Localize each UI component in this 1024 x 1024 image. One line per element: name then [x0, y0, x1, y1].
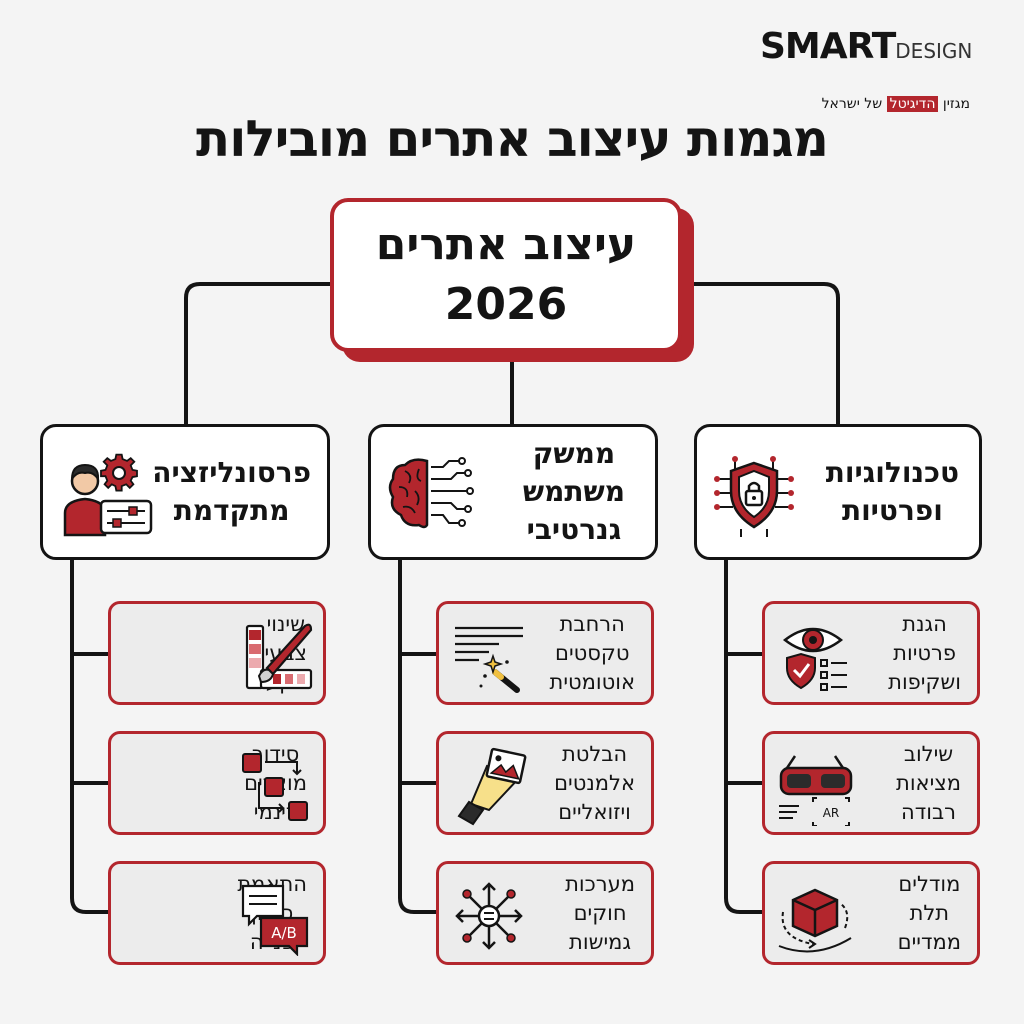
category-label-line: ממשק [532, 437, 616, 470]
category-label-line: ופרטיות [841, 494, 943, 527]
tagline-suffix: של ישראל [821, 96, 883, 112]
category-label-line: טכנולוגיות [825, 456, 959, 489]
ab-speech-bubbles-icon: A/B [241, 884, 309, 956]
ar-glasses-icon: AR [779, 755, 853, 826]
eye-shield-checklist-icon [782, 627, 847, 691]
flexible-arrows-icon [455, 882, 523, 950]
item-label-line: הגנת [902, 611, 947, 636]
category-technologies-privacy: טכנולוגיות ופרטיות [694, 424, 982, 560]
tagline-highlight: הדיגיטל [886, 96, 939, 112]
category-label: פרסונליזציה מתקדמת [152, 427, 311, 557]
category-label-line: גנרטיבי [526, 513, 622, 546]
root-node: עיצוב אתרים 2026 [330, 198, 682, 352]
connector-center-branch [398, 560, 436, 914]
item-label-line: מציאות [896, 770, 961, 795]
item-augmented-reality: שילוב מציאות רבודה AR [762, 731, 980, 835]
user-gear-settings-icon [63, 453, 153, 537]
item-label-line: ושקיפות [888, 669, 961, 694]
item-label-line: תלת [909, 900, 950, 925]
item-background-color-change: שינוי צבעי רקע [108, 601, 326, 705]
item-visual-highlighting: הבלטת אלמנטים ויזואליים [436, 731, 654, 835]
root-line-2: 2026 [444, 279, 568, 330]
magic-wand-text-icon [455, 626, 523, 693]
item-label-line: הבלטת [561, 741, 628, 766]
tagline-prefix: מגזין [942, 96, 970, 112]
rearrange-squares-icon [242, 753, 308, 821]
brand-tagline: מגזין הדיגיטל של ישראל [760, 94, 970, 114]
item-3d-models: מודלים תלת ממדיים [762, 861, 980, 965]
brand-sub: DESIGN [895, 39, 973, 63]
item-label: שילוב מציאות רבודה [896, 734, 961, 832]
item-label: מודלים תלת ממדיים [898, 864, 961, 962]
item-label: הבלטת אלמנטים ויזואליים [554, 734, 635, 832]
brain-circuit-icon [388, 457, 474, 529]
item-label-line: ממדיים [897, 929, 961, 954]
item-label-line: חוקים [573, 900, 627, 925]
category-label-line: מתקדמת [173, 494, 290, 527]
item-privacy-protection: הגנת פרטיות ושקיפות [762, 601, 980, 705]
connector-root-left [184, 282, 330, 424]
connector-left-branch [70, 560, 108, 914]
item-label-line: אלמנטים [554, 770, 635, 795]
item-label-line: רבודה [901, 799, 956, 824]
item-label: הגנת פרטיות ושקיפות [888, 604, 961, 702]
connector-root-right [682, 282, 840, 424]
connector-right-branch [724, 560, 762, 914]
category-label-line: משתמש [522, 475, 625, 508]
item-tone-adaptation: התאמת סגנון פנייה A/B [108, 861, 326, 965]
spotlight-image-icon [457, 747, 527, 826]
ar-label: AR [823, 806, 840, 820]
brand-logo: SMARTDESIGN מגזין הדיגיטל של ישראל [760, 26, 1000, 112]
item-flexible-rule-systems: מערכות חוקים גמישות [436, 861, 654, 965]
item-label-line: פרטיות [893, 640, 956, 665]
item-label-line: הרחבת [559, 611, 625, 636]
category-label-line: פרסונליזציה [152, 456, 311, 489]
item-dynamic-product-arrangement: סידור מוצרים דינמי [108, 731, 326, 835]
item-label: הרחבת טקסטים אוטומטית [550, 604, 635, 702]
item-label-line: אוטומטית [549, 669, 635, 694]
3d-cube-icon [778, 888, 852, 953]
category-generative-ui: ממשק משתמש גנרטיבי [368, 424, 658, 560]
item-label-line: טקסטים [555, 640, 630, 665]
item-auto-text-expansion: הרחבת טקסטים אוטומטית [436, 601, 654, 705]
item-label-line: מודלים [898, 871, 961, 896]
item-label-line: מערכות [565, 871, 635, 896]
brand-word: SMART [760, 26, 896, 67]
color-palette-brush-icon [245, 623, 313, 690]
ab-label: A/B [271, 924, 297, 942]
item-label-line: ויזואליים [558, 799, 631, 824]
item-label-line: שילוב [903, 741, 954, 766]
category-label: ממשק משתמש גנרטיבי [523, 427, 625, 557]
item-label-line: גמישות [569, 929, 632, 954]
shield-lock-circuit-icon [714, 456, 794, 537]
item-label: מערכות חוקים גמישות [565, 864, 635, 962]
category-label: טכנולוגיות ופרטיות [826, 427, 959, 557]
category-personalization: פרסונליזציה מתקדמת [40, 424, 330, 560]
root-line-1: עיצוב אתרים [375, 219, 637, 270]
page-title: מגמות עיצוב אתרים מובילות [196, 110, 829, 168]
